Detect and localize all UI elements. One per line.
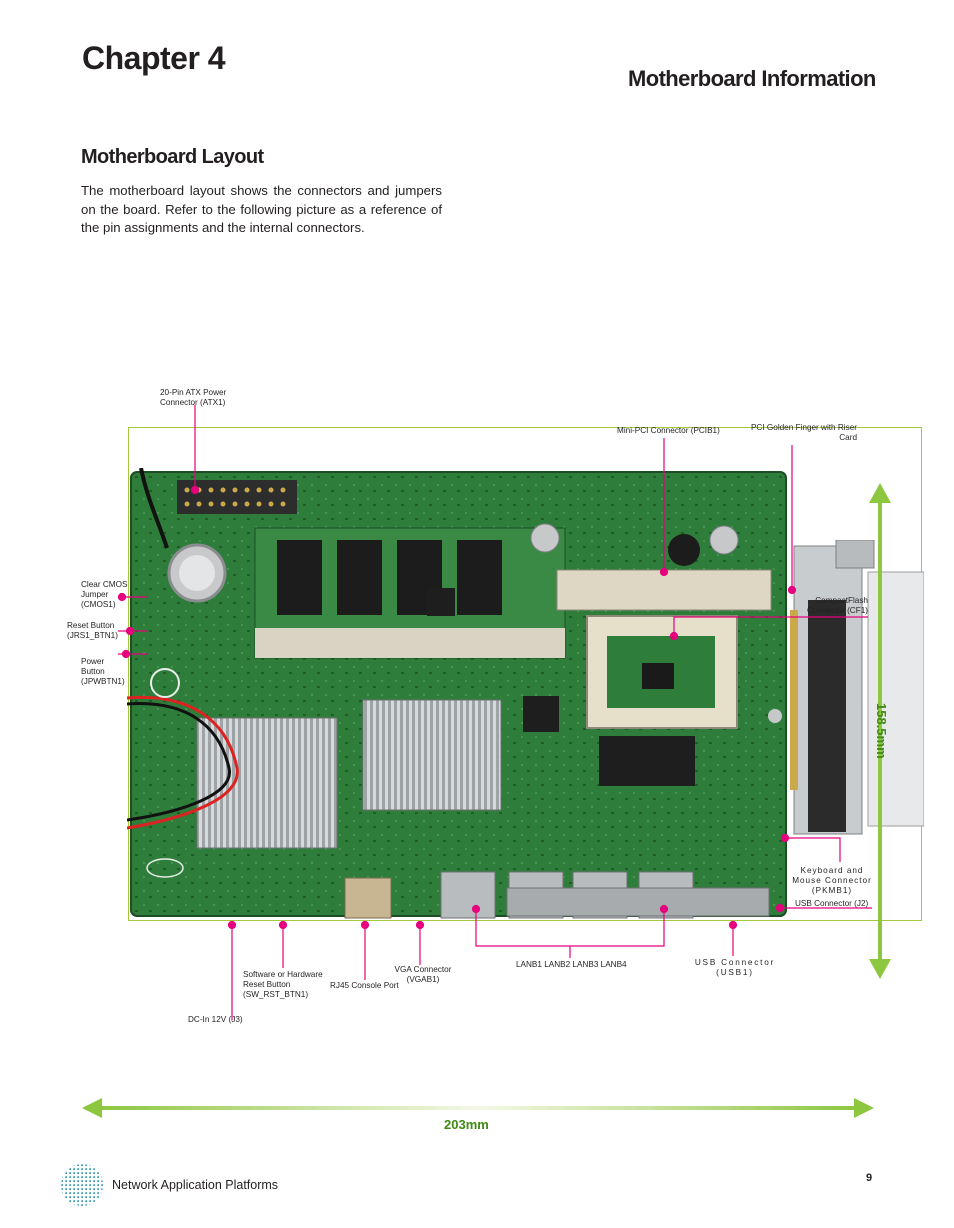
label-cmos: Clear CMOS Jumper (CMOS1)	[81, 580, 128, 609]
label-minipci: Mini-PCI Connector (PCIB1)	[617, 426, 720, 435]
footer-brand: Network Application Platforms	[112, 1178, 279, 1192]
height-dimension-arrow	[869, 483, 891, 979]
section-title: Motherboard Information	[628, 66, 876, 91]
chapter-title: Chapter 4	[82, 40, 226, 76]
motherboard-image	[127, 468, 787, 919]
width-dimension-arrow	[82, 1098, 874, 1118]
label-dcin: DC-In 12V (J3)	[188, 1015, 243, 1024]
riser-card-image	[790, 540, 924, 835]
page-number: 9	[866, 1172, 873, 1184]
label-power: Power Button (JPWBTN1)	[81, 657, 125, 686]
dcin-dot	[227, 920, 237, 930]
height-dimension-label: 158.5mm	[874, 703, 889, 759]
subsection-title: Motherboard Layout	[81, 146, 264, 168]
label-sw-reset: Software or Hardware Reset Button (SW_RS…	[243, 970, 323, 999]
label-reset: Reset Button (JRS1_BTN1)	[67, 621, 118, 640]
label-rj45: RJ45 Console Port	[330, 981, 399, 990]
label-pcigolden: PCI Golden Finger with Riser Card	[750, 423, 857, 442]
label-usb1: USB Connector (USB1)	[694, 958, 776, 977]
width-dimension-label: 203mm	[444, 1117, 489, 1132]
rj45-dot	[360, 920, 370, 930]
intro-paragraph: The motherboard layout shows the connect…	[81, 183, 442, 235]
usb1-dot	[728, 920, 738, 930]
label-keyboard: Keyboard and Mouse Connector (PKMB1)	[792, 866, 872, 895]
label-vga: VGA Connector (VGAB1)	[394, 965, 452, 984]
label-usb-j2: USB Connector (J2)	[795, 899, 869, 908]
label-cf: CompactFlash Connector (CF1)	[807, 596, 868, 615]
label-atx: 20-Pin ATX Power Connector (ATX1)	[160, 388, 227, 407]
label-lan: LANB1 LANB2 LANB3 LANB4	[516, 960, 627, 969]
swreset-dot	[278, 920, 288, 930]
globe-logo-icon	[61, 1164, 103, 1206]
vga-dot	[415, 920, 425, 930]
